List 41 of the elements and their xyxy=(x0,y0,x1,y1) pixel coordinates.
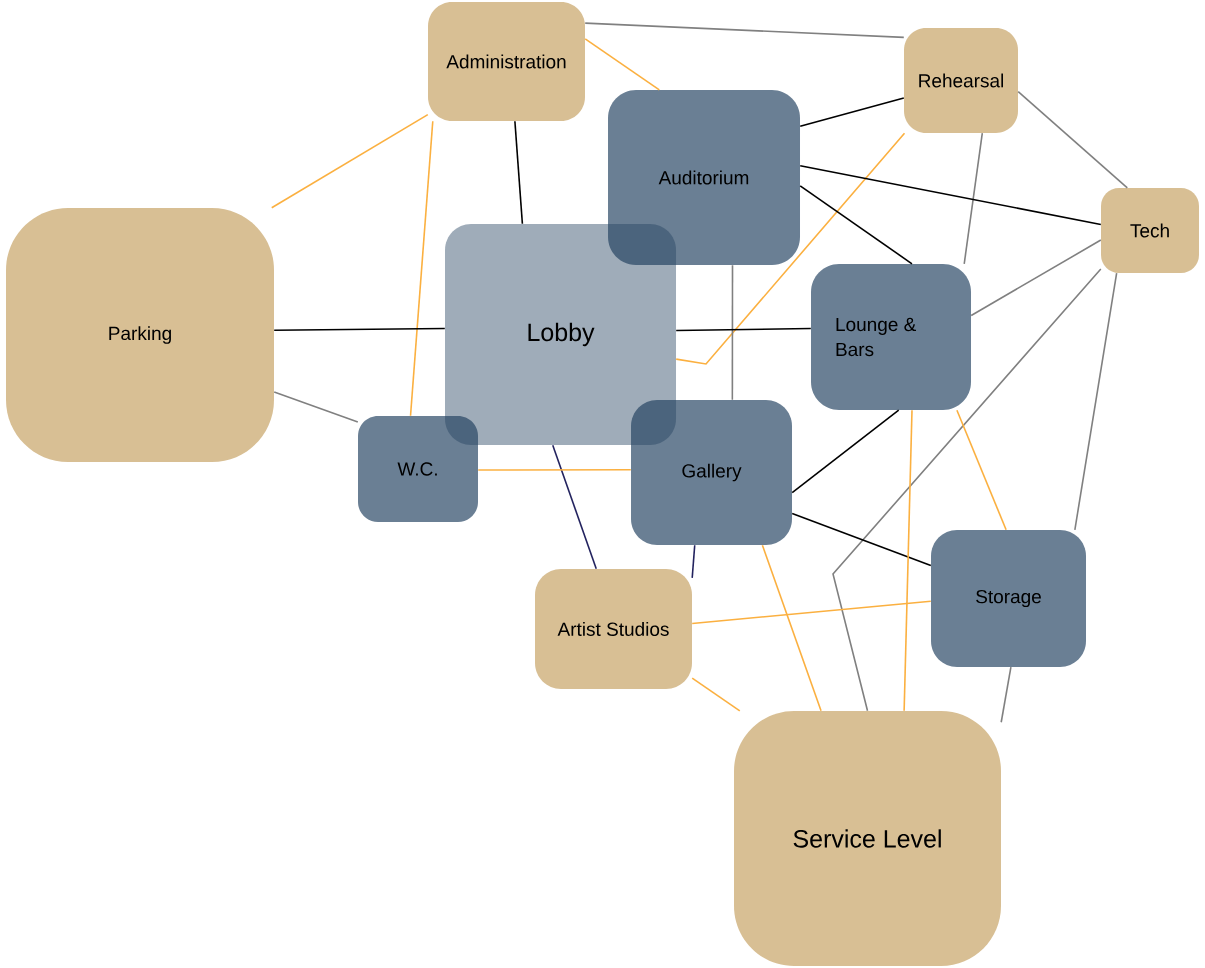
connector-line xyxy=(970,239,1102,317)
connector-line xyxy=(956,409,1007,531)
connector-line xyxy=(791,409,900,494)
room-box: W.C. xyxy=(358,416,478,522)
connector-line xyxy=(963,132,984,265)
connector-line xyxy=(477,468,632,471)
room-box: Administration xyxy=(428,2,585,121)
connector-line xyxy=(691,600,932,625)
connector-line xyxy=(1017,90,1129,189)
connector-line xyxy=(675,132,906,365)
room-box: Lounge & Bars xyxy=(811,264,971,410)
connector-line xyxy=(761,544,822,712)
connector-line xyxy=(270,113,429,209)
connector-line xyxy=(584,22,905,39)
connector-line xyxy=(1000,666,1012,724)
connector-line xyxy=(691,677,741,712)
connector-line xyxy=(799,185,913,265)
room-box: Auditorium xyxy=(608,90,800,265)
connector-line xyxy=(691,544,696,579)
connector-line xyxy=(1074,272,1118,531)
connector-line xyxy=(832,268,1102,712)
connector-line xyxy=(409,120,434,417)
connector-line xyxy=(903,409,913,712)
room-box: Lobby xyxy=(445,224,676,445)
connector-line xyxy=(584,38,661,91)
connector-line xyxy=(273,327,446,332)
connector-line xyxy=(675,327,812,332)
room-box: Parking xyxy=(6,208,274,462)
room-box: Rehearsal xyxy=(904,28,1018,133)
connector-line xyxy=(514,120,524,225)
connector-line xyxy=(799,97,905,128)
room-box: Storage xyxy=(931,530,1086,667)
connector-line xyxy=(551,444,598,570)
room-box: Artist Studios xyxy=(535,569,692,689)
room-box: Tech xyxy=(1101,188,1199,273)
connector-line xyxy=(731,264,734,401)
connector-line xyxy=(273,391,359,423)
connector-line xyxy=(791,512,932,567)
room-box: Service Level xyxy=(734,711,1001,966)
room-box: Gallery xyxy=(631,400,792,545)
connector-line xyxy=(799,164,1102,226)
